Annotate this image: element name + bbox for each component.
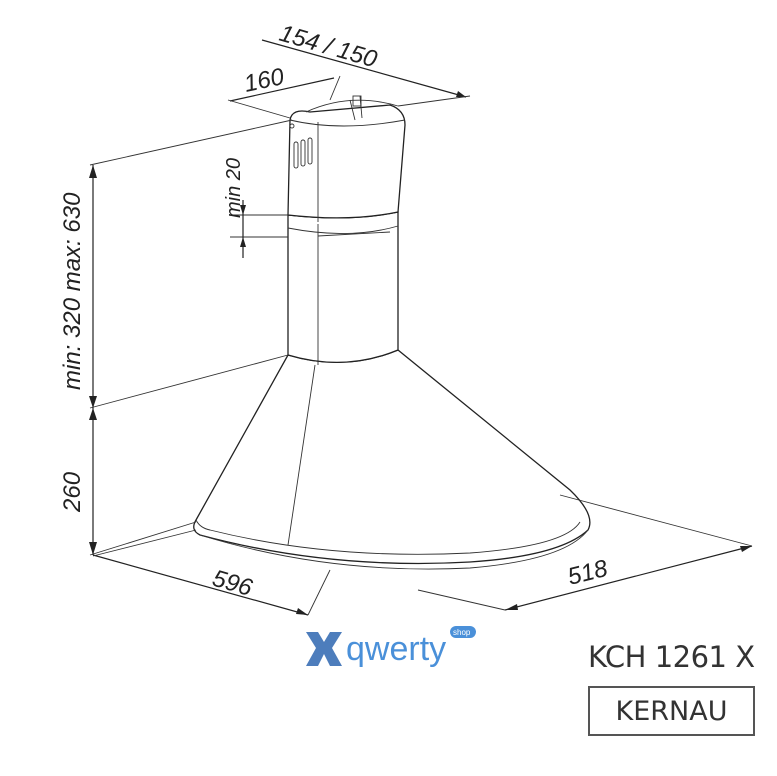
dim-hood-height: 260 — [59, 471, 86, 513]
qwerty-watermark: qwerty shop — [300, 624, 480, 674]
upper-chimney — [287, 104, 406, 219]
hood-canopy — [193, 349, 591, 565]
brand-logo: KERNAU — [588, 686, 755, 736]
dimension-lines — [89, 39, 753, 616]
model-number: KCH 1261 X — [588, 640, 755, 674]
range-hood-drawing — [193, 95, 591, 570]
watermark-sub: shop — [453, 628, 471, 637]
brand-name: KERNAU — [615, 695, 728, 727]
dim-chimney-depth: 154 / 150 — [276, 20, 380, 74]
watermark-text: qwerty — [346, 630, 446, 668]
dim-width: 596 — [209, 565, 256, 602]
dim-min-gap: min 20 — [223, 158, 245, 218]
dim-depth: 518 — [565, 555, 611, 591]
dim-chimney-width: 160 — [242, 63, 287, 98]
vent-slots — [293, 137, 313, 169]
dim-height-range: min: 320 max: 630 — [59, 192, 86, 390]
qwerty-logo-icon: qwerty shop — [306, 626, 476, 668]
